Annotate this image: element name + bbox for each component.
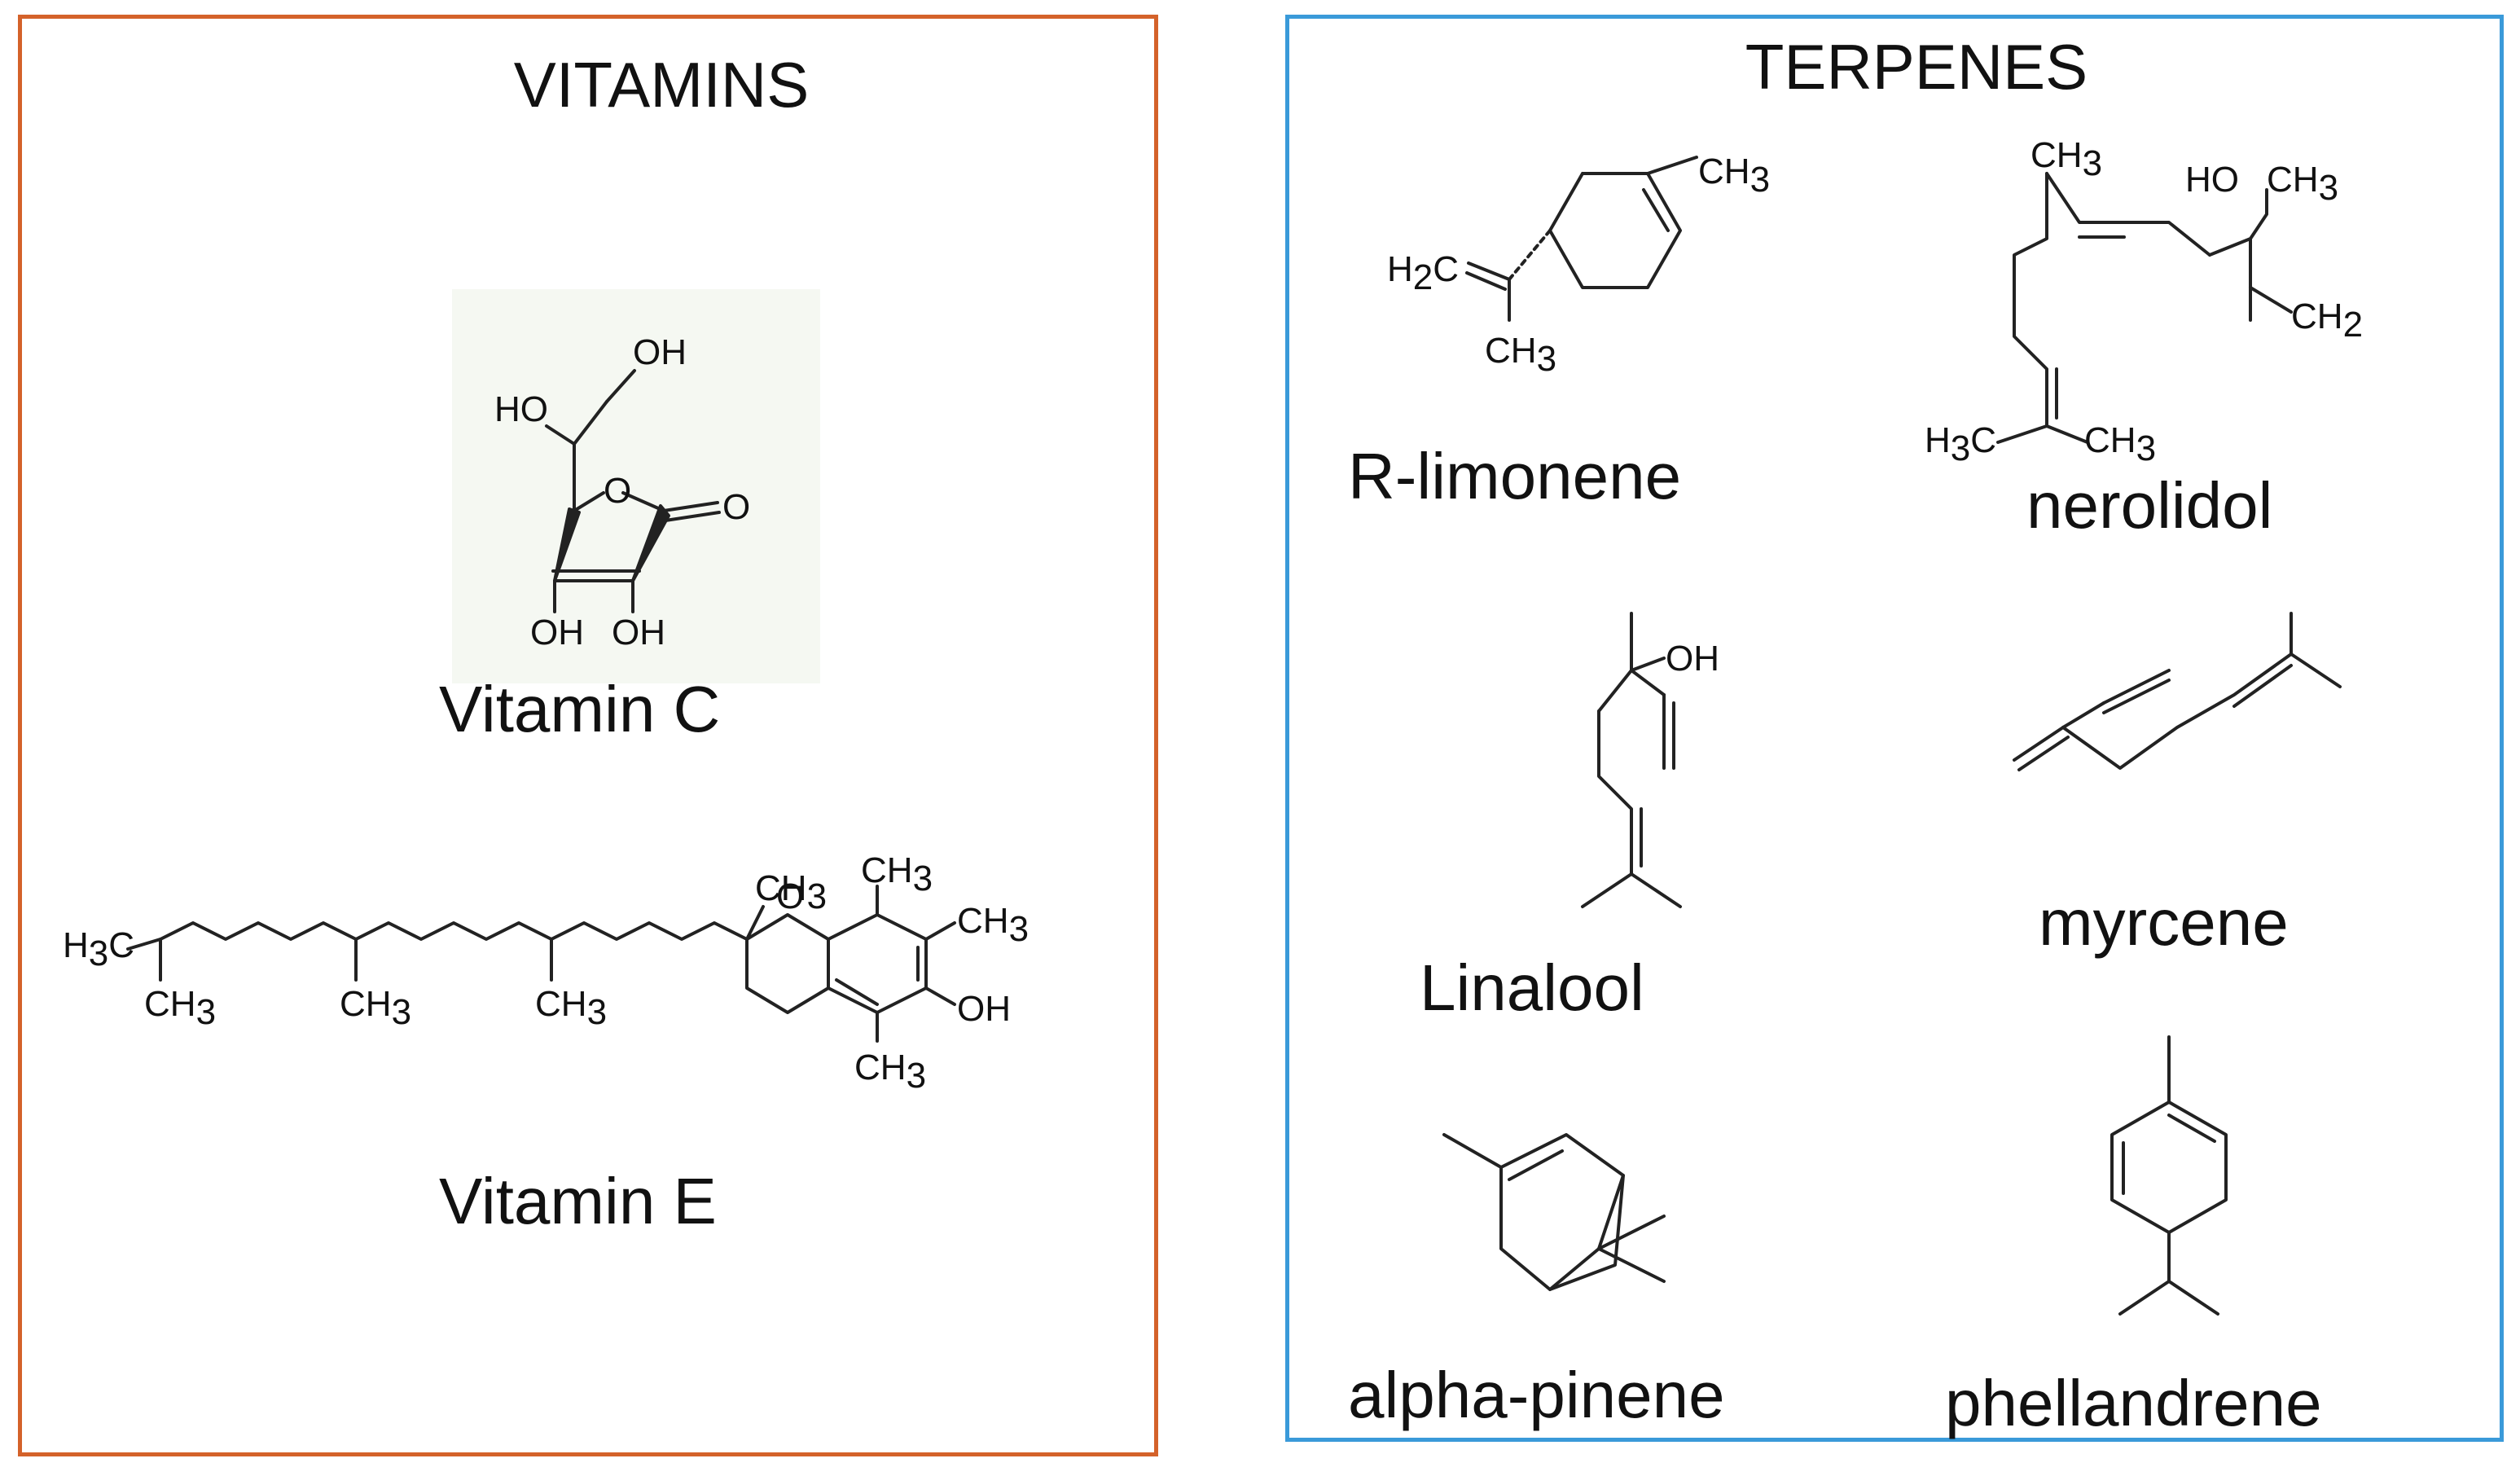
- methyl-label: CH3: [854, 1048, 926, 1096]
- vitamin-e-label: Vitamin E: [439, 1165, 717, 1237]
- methyl-branch: [745, 905, 765, 941]
- pyran-ring: [745, 913, 830, 1014]
- phellandrene-structure: [2110, 1035, 2228, 1316]
- r-limonene-label: R-limonene: [1348, 440, 1682, 512]
- vitamin-c-image-background: [452, 289, 820, 683]
- aromatic-double-bond: [835, 978, 879, 1006]
- r-limonene-structure: CH3 H2C CH3: [1387, 152, 1770, 379]
- carbonyl-oxygen-label: O: [722, 487, 750, 527]
- vinyl-double-bond: [2102, 669, 2171, 705]
- vinyl-bond: [2061, 701, 2105, 729]
- methyl-label: CH3: [144, 984, 216, 1032]
- hydroxyl-label: OH: [612, 613, 665, 652]
- phellandrene-label: phellandrene: [1945, 1367, 2322, 1439]
- isopropyl-bond: [2118, 1280, 2171, 1316]
- myrcene-label: myrcene: [2039, 886, 2289, 959]
- methyl-label: H3C: [63, 925, 134, 973]
- bond: [573, 491, 605, 512]
- bridge-bond: [1548, 1247, 1600, 1291]
- methylene-label: H2C: [1387, 249, 1459, 297]
- ring-double-bond: [2167, 1114, 2216, 1143]
- hydroxyl-label: HO: [2185, 160, 2239, 200]
- hydroxyl-label: OH: [1666, 639, 1719, 679]
- vitamins-title: VITAMINS: [513, 49, 810, 121]
- gem-methyl-bond: [1597, 1247, 1666, 1283]
- isopropyl-bond: [2167, 1280, 2219, 1316]
- methylene-double-bond: [2017, 736, 2070, 771]
- bond: [664, 511, 721, 522]
- vinyl-bond: [1630, 669, 1666, 696]
- ring-double-bond: [1642, 188, 1670, 232]
- gem-methyl-bond: [1597, 1215, 1666, 1250]
- hydroxyl-label: OH: [957, 989, 1011, 1029]
- carbon-chain: [2061, 652, 2293, 770]
- vitamins-panel: VITAMINS O O OH HO OH OH Vitamin C: [18, 15, 1158, 1456]
- vitamin-e-structure: H3C CH3 CH3 CH3 CH3 O CH3 CH3 OH CH3: [63, 850, 1029, 1096]
- methyl-bond: [2290, 652, 2342, 688]
- vinyl-double-bond: [2102, 679, 2171, 714]
- cyclohexene-ring: [1548, 172, 1682, 289]
- myrcene-structure: [2013, 612, 2342, 771]
- methyl-branch: [924, 921, 956, 941]
- double-bond: [1467, 261, 1511, 281]
- methyl-bond: [1996, 424, 2048, 444]
- methyl-label: CH3: [1485, 331, 1556, 379]
- bond: [545, 424, 576, 446]
- methyl-label: H3C: [1925, 420, 1996, 468]
- ring-oxygen-label: O: [776, 876, 804, 916]
- bridge-bond: [1597, 1174, 1625, 1250]
- nerolidol-structure: CH3 HO CH3 CH2 H3C CH3: [1925, 135, 2363, 468]
- cyclohexadiene-ring: [2110, 1100, 2228, 1234]
- vitamin-c-label: Vitamin C: [439, 673, 721, 745]
- double-bond: [2232, 664, 2293, 708]
- carbon-chain: [2013, 172, 2048, 428]
- hydroxyl-label: HO: [494, 389, 548, 429]
- methyl-label: CH3: [755, 868, 827, 916]
- methyl-label: CH3: [2267, 160, 2338, 208]
- terpenes-title: TERPENES: [1745, 31, 2088, 103]
- hydroxyl-bond: [924, 986, 956, 1006]
- bond: [573, 400, 608, 446]
- methyl-label: CH3: [535, 984, 607, 1032]
- bond: [621, 491, 665, 512]
- methyl-label: CH3: [340, 984, 411, 1032]
- linalool-label: Linalool: [1420, 951, 1644, 1024]
- hydroxyl-label: OH: [633, 332, 687, 372]
- carbon-chain: [126, 921, 749, 951]
- aromatic-ring: [827, 913, 928, 1014]
- double-bond: [1508, 1149, 1564, 1181]
- methyl-label: CH3: [861, 850, 933, 898]
- methyl-label: CH3: [1698, 152, 1770, 200]
- double-bond: [1465, 271, 1507, 291]
- vitamin-c-structure: O O OH HO OH OH: [494, 332, 750, 652]
- methylene-double-bond: [2013, 726, 2065, 762]
- carbon-chain: [2045, 172, 2211, 257]
- hashed-bond: [1508, 229, 1552, 281]
- methyl-bond: [2045, 424, 2089, 444]
- linalool-structure: OH: [1581, 612, 1719, 908]
- ring-oxygen-label: O: [604, 471, 631, 511]
- carbon-chain: [2208, 188, 2268, 257]
- methyl-label: CH3: [957, 901, 1029, 949]
- bicyclic-ring: [1499, 1133, 1625, 1291]
- carbon-bond: [1597, 669, 1633, 713]
- methyl-bond: [1442, 1133, 1503, 1169]
- terpenes-panel: TERPENES CH3 H2C CH3 R-limonene CH3 HO C…: [1285, 15, 2504, 1442]
- vinyl-bond: [2249, 286, 2293, 314]
- methyl-label: CH3: [2030, 135, 2102, 183]
- methyl-bond: [1581, 872, 1633, 908]
- methyl-bond: [1630, 872, 1682, 908]
- wedge-bond: [631, 504, 670, 582]
- methyl-label: CH3: [2084, 420, 2156, 468]
- alpha-pinene-structure: [1442, 1133, 1666, 1291]
- methyl-bond: [1646, 156, 1698, 175]
- bond: [662, 501, 719, 512]
- bond: [605, 369, 636, 403]
- hydroxyl-label: OH: [530, 613, 584, 652]
- hydroxyl-bond: [1630, 657, 1666, 672]
- carbon-chain: [1597, 709, 1633, 876]
- methylene-label: CH2: [2291, 297, 2363, 345]
- alpha-pinene-label: alpha-pinene: [1348, 1359, 1725, 1431]
- nerolidol-label: nerolidol: [2026, 469, 2273, 542]
